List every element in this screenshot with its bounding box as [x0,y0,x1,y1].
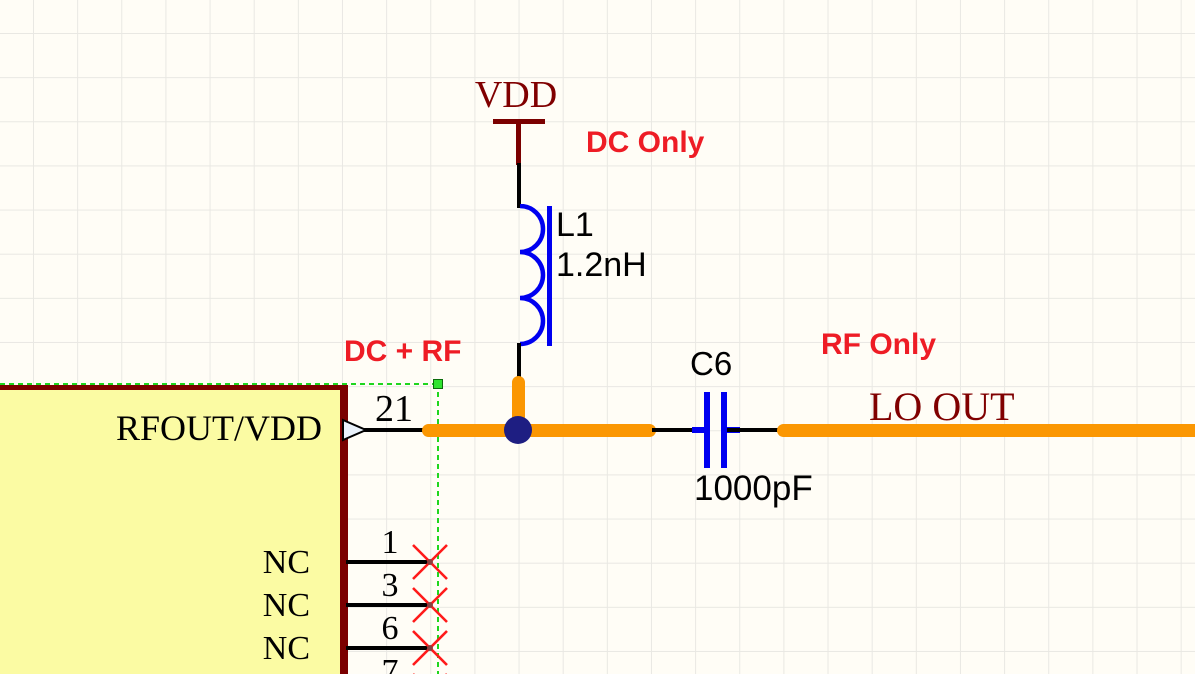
selection-outline-top [0,383,438,385]
no-connect-x-icon[interactable] [410,628,450,668]
annotation-dc-plus-rf[interactable]: DC + RF [344,335,462,368]
pin-1-wire[interactable] [346,560,432,564]
no-connect-x-icon[interactable] [410,585,450,625]
wire-orange-main[interactable] [422,424,656,437]
wire-orange-lo-out[interactable] [777,424,1195,437]
pin-6-wire[interactable] [346,646,432,650]
junction-dot[interactable] [504,416,532,444]
wire-vdd-to-inductor[interactable] [517,163,521,208]
component-body[interactable] [0,385,348,674]
inductor-symbol[interactable] [517,204,557,348]
pin-name-rfout-vdd[interactable]: RFOUT/VDD [115,408,322,448]
net-label-lo-out[interactable]: LO OUT [869,384,1015,429]
no-connect-x-icon[interactable] [410,542,450,582]
annotation-rf-only[interactable]: RF Only [821,328,937,361]
pin-name-nc-1[interactable]: NC [262,544,310,581]
pin-21-arrow-icon[interactable] [342,418,368,442]
pin-1-number[interactable]: 1 [381,524,399,561]
pin-3-number[interactable]: 3 [381,567,399,604]
pin-21-wire[interactable] [364,428,426,432]
power-stem[interactable] [516,119,521,165]
inductor-value[interactable]: 1.2nH [556,246,647,284]
capacitor-plate-right[interactable] [721,392,727,468]
selection-outline-right [437,383,439,674]
capacitor-plate-left[interactable] [704,392,710,468]
pin-name-nc-6[interactable]: NC [262,630,310,667]
annotation-dc-only[interactable]: DC Only [586,126,705,159]
wire-from-capacitor[interactable] [727,428,779,432]
pin-21-number[interactable]: 21 [375,388,413,430]
capacitor-lead-left[interactable] [692,427,706,433]
pin-name-nc-3[interactable]: NC [262,587,310,624]
pin-7-number[interactable]: 7 [381,653,399,674]
capacitor-designator[interactable]: C6 [690,345,733,382]
inductor-designator[interactable]: L1 [556,206,594,244]
wire-inductor-to-junction[interactable] [517,343,521,383]
pin-3-wire[interactable] [346,603,432,607]
power-port-label[interactable]: VDD [474,74,558,116]
selection-handle[interactable] [433,379,443,389]
wire-to-capacitor[interactable] [652,428,708,432]
capacitor-value[interactable]: 1000pF [694,469,813,508]
pin-6-number[interactable]: 6 [381,610,399,647]
inductor-core-bar[interactable] [547,206,552,346]
